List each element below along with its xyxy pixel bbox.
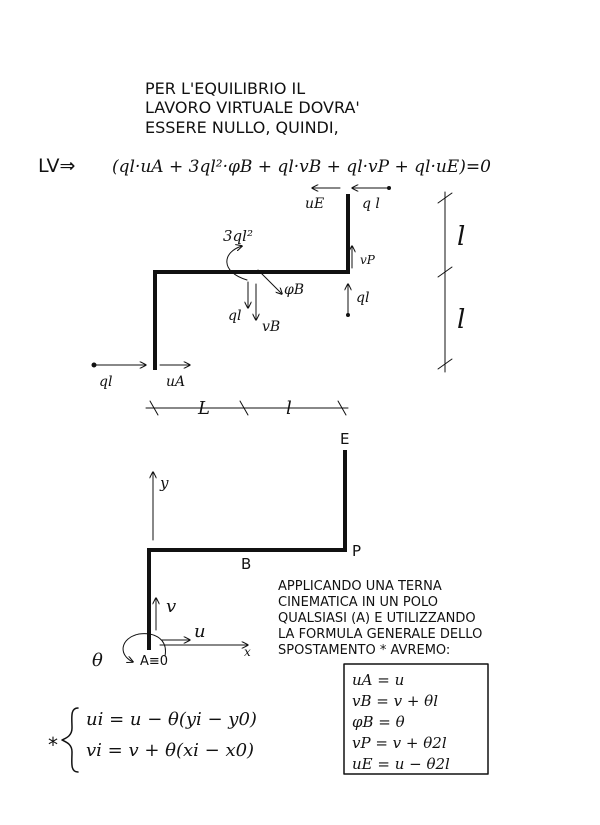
- heading: PER L'EQUILIBRIO IL LAVORO VIRTUALE DOVR…: [145, 79, 360, 137]
- dim-label-upper: l: [457, 222, 465, 252]
- x-axis-label: x: [244, 645, 251, 659]
- disp-phiB: φB = θ: [352, 713, 405, 731]
- frame-member: [153, 194, 350, 370]
- hdim-label-right: l: [286, 398, 292, 419]
- origin-label-A: A≡0: [140, 654, 168, 669]
- load-label-E: q l: [362, 196, 380, 212]
- v-label: v: [166, 596, 176, 617]
- moment-arrow-B: [226, 246, 248, 281]
- y-axis-label: y: [159, 474, 169, 492]
- disp-uA: uA = u: [352, 671, 404, 689]
- heading-line-1: PER L'EQUILIBRIO IL: [145, 79, 305, 98]
- hdim-tick-right: [337, 400, 347, 416]
- formula-star: *: [48, 733, 58, 757]
- equation-rhs: (ql·uA + 3ql²·φB + ql·vB + ql·vP + ql·uE…: [112, 157, 491, 177]
- node-label-B: B: [241, 555, 251, 573]
- displacements-box: uA = u vB = v + θl φB = θ vP = v + θ2l u…: [343, 663, 489, 775]
- dim-tick-top: [437, 192, 453, 204]
- theta-label: θ: [92, 650, 103, 671]
- node-label-E: E: [340, 430, 349, 448]
- note-line-5: SPOSTAMENTO * AVREMO:: [278, 643, 450, 658]
- u-label: u: [194, 621, 206, 642]
- dim-tick-mid: [437, 266, 453, 278]
- theta-rotation-arrow: [122, 633, 166, 662]
- equation-lhs: LV⇒: [38, 155, 75, 177]
- disp-label-uE: uE: [305, 196, 324, 212]
- heading-line-2: LAVORO VIRTUALE DOVRA': [145, 98, 360, 117]
- load-label-A: ql: [99, 374, 112, 390]
- frame-member-2: [147, 450, 347, 650]
- load-point-E: [387, 186, 391, 190]
- disp-vB: vB = v + θl: [352, 692, 438, 710]
- general-formula: * ui = u − θ(yi − y0) vi = v + θ(xi − x0…: [48, 707, 257, 773]
- disp-label-vP: vP: [360, 253, 376, 267]
- virtual-work-equation: LV⇒ (ql·uA + 3ql²·φB + ql·vB + ql·vP + q…: [38, 155, 491, 177]
- note-line-1: APPLICANDO UNA TERNA: [278, 579, 442, 594]
- explanatory-note: APPLICANDO UNA TERNA CINEMATICA IN UN PO…: [278, 579, 482, 658]
- load-label-P: ql: [356, 290, 369, 306]
- formula-brace: [61, 707, 79, 773]
- dim-label-lower: l: [457, 305, 465, 335]
- load-label-B: ql: [228, 308, 241, 324]
- note-line-4: LA FORMULA GENERALE DELLO: [278, 627, 482, 642]
- dim-tick-bottom: [437, 358, 453, 370]
- hdim-label-left: L: [197, 398, 210, 419]
- disp-label-vB: vB: [262, 319, 280, 335]
- load-point-A: [91, 362, 97, 368]
- disp-uE: uE = u − θ2l: [352, 755, 450, 773]
- disp-label-uA: uA: [166, 374, 185, 390]
- disp-vP: vP = v + θ2l: [352, 734, 447, 752]
- note-line-2: CINEMATICA IN UN POLO: [278, 595, 438, 610]
- note-line-3: QUALSIASI (A) E UTILIZZANDO: [278, 611, 476, 626]
- heading-line-3: ESSERE NULLO, QUINDI,: [145, 118, 339, 137]
- hdim-tick-left: [149, 400, 159, 416]
- formula-ui: ui = u − θ(yi − y0): [86, 709, 257, 730]
- displacements-frame: [343, 663, 489, 775]
- load-point-P: [346, 313, 350, 317]
- loaded-structure: q l uE 3ql² φB vP ql ql vB ql uA l l: [91, 186, 465, 419]
- formula-vi: vi = v + θ(xi − x0): [86, 740, 254, 761]
- hdim-tick-mid: [239, 400, 249, 416]
- moment-label-B: 3ql²: [223, 227, 253, 245]
- rotation-arrow-B: [257, 269, 282, 294]
- rotation-label-B: φB: [284, 282, 304, 298]
- kinematic-frame: E B P y x v u θ A≡0: [92, 430, 361, 671]
- node-label-P: P: [352, 542, 361, 560]
